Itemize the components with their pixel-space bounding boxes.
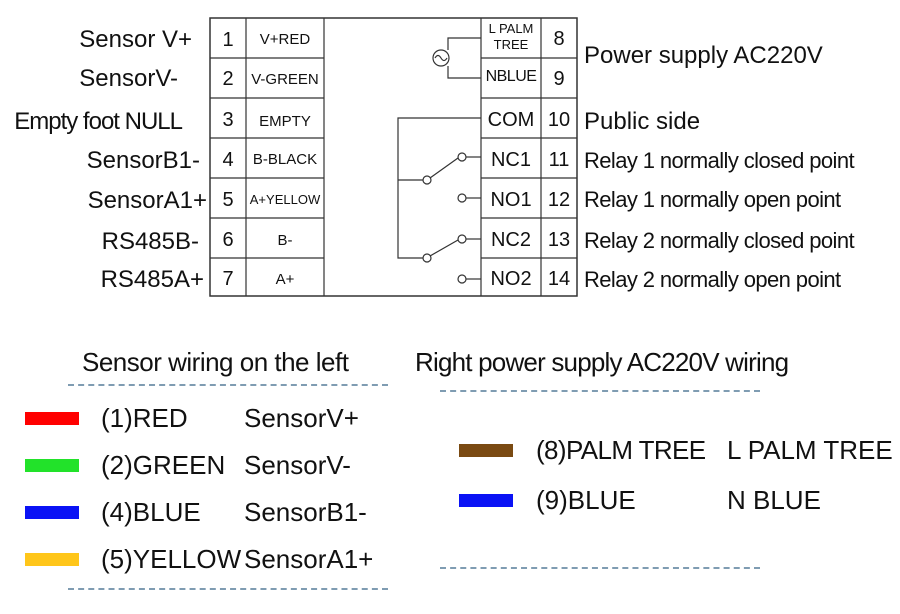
legend-wire: (2)GREEN — [101, 450, 226, 480]
pin-wire-cell: L PALM TREE — [488, 21, 534, 52]
legend-signal: SensorV+ — [244, 403, 359, 433]
pin-number: 8 — [553, 28, 565, 50]
pin-wire-cell: A+ — [275, 271, 295, 288]
left-pin-label: Empty foot NULL — [14, 108, 183, 135]
legend-signal: L PALM TREE — [727, 435, 893, 465]
left-pin-label: SensorA1+ — [87, 187, 207, 214]
pin-wire-cell: B- — [277, 232, 293, 249]
terminal-block-outline — [209, 17, 578, 297]
pin-wire-cell: B-BLACK — [252, 151, 318, 168]
pin-number: 13 — [547, 229, 571, 251]
left-legend-divider — [68, 384, 388, 386]
pin-number: 6 — [222, 229, 234, 251]
legend-wire: (1)RED — [101, 403, 188, 433]
brown-wire-swatch — [459, 444, 513, 457]
pin-wire-cell: V+RED — [259, 31, 311, 48]
pin-wire-cell: NO1 — [490, 189, 532, 211]
legend-wire: (8)PALM TREE — [536, 435, 706, 465]
left-pin-label: SensorB1- — [86, 147, 200, 174]
relay1-nc-label: Relay 1 normally closed point — [584, 148, 855, 173]
ac-source-icon — [432, 37, 481, 79]
yellow-wire-swatch — [25, 553, 79, 566]
pin-number: 5 — [222, 189, 234, 211]
legend-signal: SensorV- — [244, 450, 351, 480]
pin-wire-cell: NBLUE — [485, 68, 537, 85]
left-pin-label: Sensor V+ — [79, 26, 192, 53]
legend-wire: (4)BLUE — [101, 497, 201, 527]
public-side-label: Public side — [584, 108, 701, 135]
pin-wire-cell: A+YELLOW — [249, 192, 321, 207]
power-supply-label: Power supply AC220V — [584, 42, 823, 69]
pin-wire-cell: NC1 — [490, 149, 531, 171]
red-wire-swatch — [25, 412, 79, 425]
pin-number: 12 — [547, 189, 571, 211]
right-legend-divider-bottom — [440, 567, 760, 569]
relay1-no-label: Relay 1 normally open point — [584, 187, 841, 212]
pin-wire-cell: V-GREEN — [251, 71, 319, 88]
pin-number: 10 — [547, 109, 571, 131]
legend-wire: (9)BLUE — [536, 485, 636, 515]
pin-number: 11 — [548, 149, 570, 171]
left-pin-label: RS485B- — [101, 228, 199, 255]
pin-wire-cell: COM — [487, 109, 535, 131]
pin-number: 4 — [222, 149, 234, 171]
left-legend-title: Sensor wiring on the left — [82, 347, 349, 377]
pin-wire-cell: EMPTY — [259, 113, 311, 130]
legend-signal: SensorA1+ — [244, 544, 374, 574]
pin-number: 9 — [553, 68, 565, 90]
pin-number: 1 — [222, 29, 234, 51]
pin-number: 2 — [222, 68, 234, 90]
pin-wire-cell: NO2 — [490, 268, 532, 290]
relay-wiring — [397, 117, 481, 284]
pin-number: 3 — [222, 109, 234, 131]
left-pin-label: SensorV- — [79, 65, 178, 92]
left-legend-divider-bottom — [68, 588, 388, 590]
relay2-no-label: Relay 2 normally open point — [584, 267, 841, 292]
legend-signal: N BLUE — [727, 485, 821, 515]
legend-wire: (5)YELLOW — [101, 544, 242, 574]
pin-wire-cell: NC2 — [490, 229, 531, 251]
blue-wire-swatch — [25, 506, 79, 519]
pin-number: 14 — [547, 268, 571, 290]
right-legend-title: Right power supply AC220V wiring — [415, 347, 789, 377]
green-wire-swatch — [25, 459, 79, 472]
pin-number: 7 — [222, 268, 234, 290]
relay2-nc-label: Relay 2 normally closed point — [584, 228, 855, 253]
left-pin-label: RS485A+ — [100, 266, 204, 293]
legend-signal: SensorB1- — [244, 497, 367, 527]
blue-wire-swatch — [459, 494, 513, 507]
right-legend-divider — [440, 390, 760, 392]
